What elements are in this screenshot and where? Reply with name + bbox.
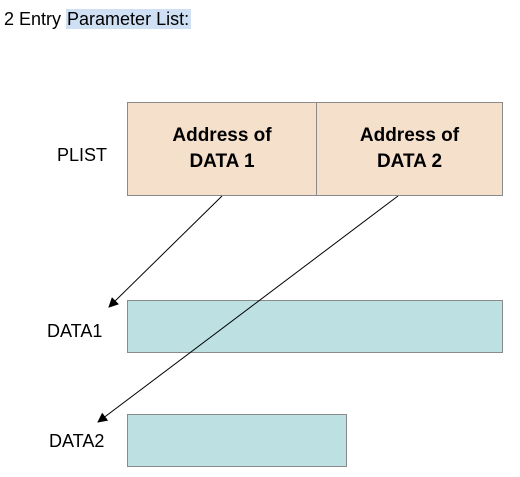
plist-cell-1-line1: Address of xyxy=(172,125,272,146)
plist-cell-2-line1: Address of xyxy=(359,125,460,146)
plist-cell-address-data2: Address of DATA 2 xyxy=(316,102,503,196)
heading-highlighted-text: Parameter List: xyxy=(66,9,192,29)
data1-label: DATA1 xyxy=(47,321,103,341)
plist-cell-1-line2: DATA 1 xyxy=(189,151,255,172)
heading-prefix: 2 Entry xyxy=(4,9,67,29)
plist-cell-address-data1: Address of DATA 1 xyxy=(127,102,317,196)
plist-label: PLIST xyxy=(57,145,108,165)
page-heading: 2 Entry Parameter List: xyxy=(4,6,192,32)
data2-label: DATA2 xyxy=(49,431,105,451)
data2-box xyxy=(127,414,347,467)
arrow-plist-to-data1 xyxy=(108,195,223,308)
data1-box xyxy=(127,300,503,353)
plist-cell-2-line2: DATA 2 xyxy=(376,151,443,172)
arrow-plist-to-data2 xyxy=(97,195,399,423)
